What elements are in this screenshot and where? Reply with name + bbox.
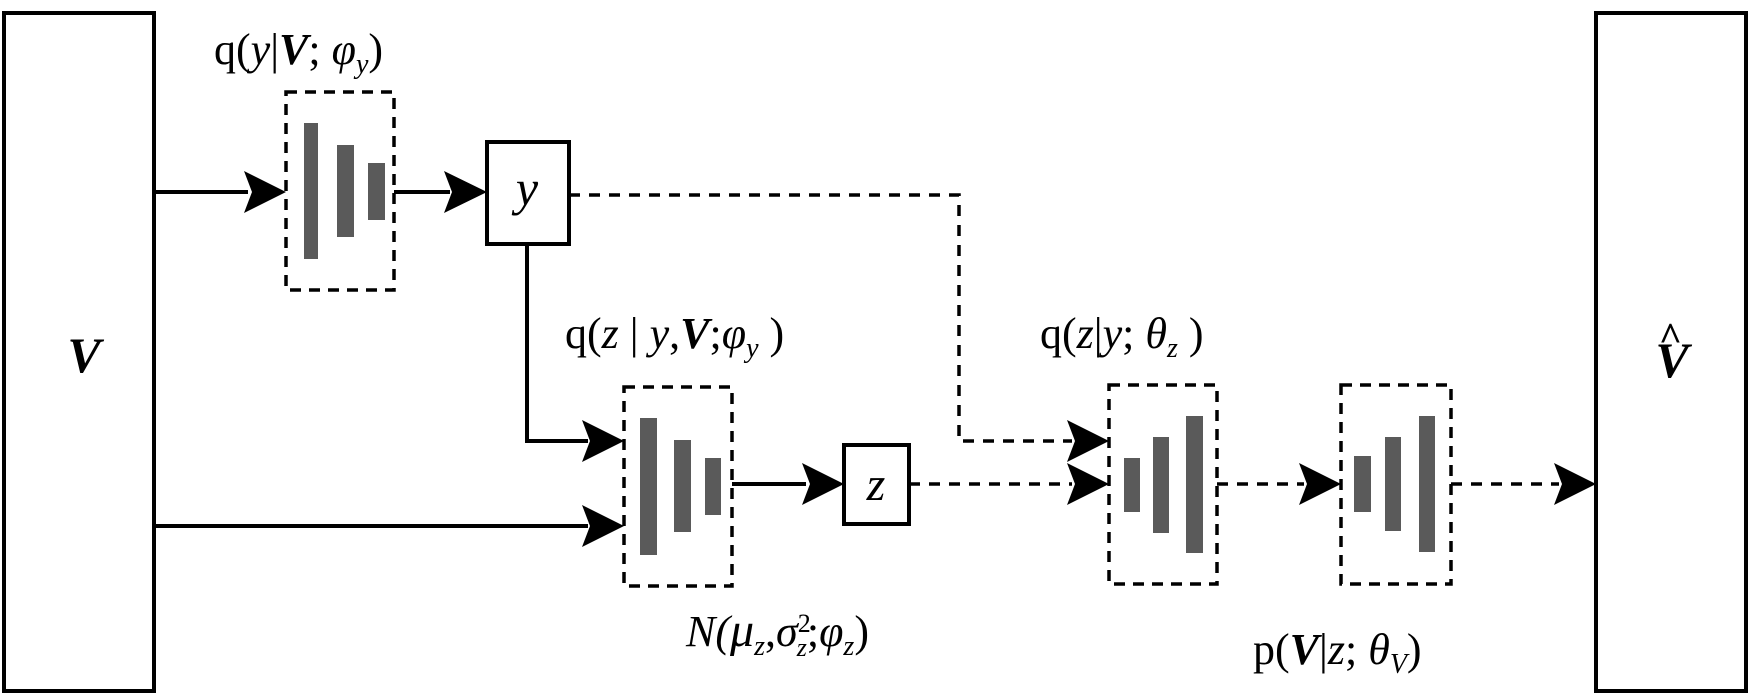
output-label: V [1655, 332, 1692, 388]
encoder-z-box [622, 385, 734, 588]
output-hat: ^ [1659, 314, 1682, 359]
encoder-z-to-z-arrowhead [802, 463, 844, 505]
label-encoder-z: q(z | y,V;φy ) [565, 309, 784, 364]
encoder-y-bar-3 [368, 163, 385, 220]
output-block [1594, 11, 1748, 693]
y-node [485, 140, 571, 246]
decoder-to-output-arrowhead [1554, 463, 1596, 505]
label-encoder-y: q(y|V; φy) [214, 25, 383, 80]
prior-z-bar-2 [1153, 437, 1169, 533]
z-node-label: z [866, 458, 886, 511]
label-decoder-v: p(V|z; θV) [1253, 625, 1422, 680]
v-to-encoder-z-arrowhead [582, 505, 624, 547]
input-label: V [67, 327, 104, 383]
z-node [842, 443, 911, 526]
encoder-y-bar-1 [304, 123, 318, 259]
y-to-prior-z-arrowhead [1067, 420, 1109, 462]
z-to-prior-z-arrowhead [1067, 463, 1109, 505]
encoder-y-box [284, 90, 396, 292]
decoder-v-bar-3 [1419, 416, 1435, 552]
encoder-z-bar-1 [640, 418, 657, 555]
encoder-z-bar-2 [674, 440, 691, 532]
decoder-v-bar-2 [1385, 437, 1401, 531]
input-block [2, 11, 156, 693]
prior-z-bar-1 [1124, 458, 1140, 512]
y-to-encoder-z-line [525, 244, 588, 443]
label-prior-z: q(z|y; θz ) [1040, 309, 1204, 364]
encoder-y-bar-2 [337, 145, 354, 237]
v-to-encoder-y-arrowhead [244, 171, 286, 213]
prior-z-bar-3 [1186, 416, 1203, 553]
y-node-label: y [511, 160, 539, 216]
prior-z-box [1107, 383, 1219, 586]
encoder-z-bar-3 [705, 458, 721, 515]
encoder-y-to-y-arrowhead [444, 171, 487, 213]
y-to-encoder-z-arrowhead [582, 420, 624, 462]
prior-z-to-decoder-arrowhead [1299, 463, 1341, 505]
decoder-v-bar-1 [1354, 456, 1371, 512]
